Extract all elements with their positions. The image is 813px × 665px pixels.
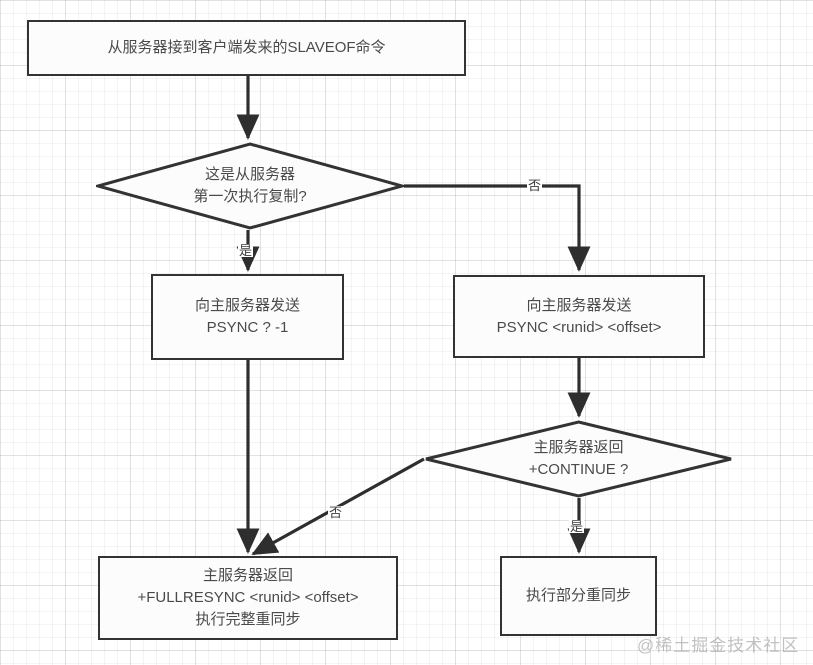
node-psync-full[interactable]: 向主服务器发送 PSYNC ? -1	[151, 274, 344, 360]
decision-first-replication-shape	[96, 142, 404, 230]
decision-continue-shape	[425, 420, 732, 498]
edge-label-continue-yes: 是	[569, 519, 585, 534]
node-psync-full-label: 向主服务器发送 PSYNC ? -1	[194, 297, 300, 336]
node-full-resync-label: 主服务器返回 +FULLRESYNC <runid> <offset> 执行完整…	[137, 567, 359, 628]
node-full-resync[interactable]: 主服务器返回 +FULLRESYNC <runid> <offset> 执行完整…	[98, 556, 398, 640]
node-start-label: 从服务器接到客户端发来的SLAVEOF命令	[107, 39, 386, 57]
node-partial-resync[interactable]: 执行部分重同步	[500, 556, 657, 636]
node-psync-partial-label: 向主服务器发送 PSYNC <runid> <offset>	[496, 296, 662, 336]
node-decision-continue[interactable]: 主服务器返回 +CONTINUE ?	[424, 420, 733, 498]
edge-label-first-yes: 是	[238, 243, 254, 258]
node-psync-partial[interactable]: 向主服务器发送 PSYNC <runid> <offset>	[453, 275, 705, 358]
edge-label-continue-no: 否	[328, 505, 344, 520]
node-partial-resync-label: 执行部分重同步	[525, 587, 631, 605]
edge-decision1-no-to-psyncpartial	[404, 184, 591, 272]
edge-label-first-no: 否	[527, 178, 543, 193]
node-decision-first-replication[interactable]: 这是从服务器 第一次执行复制?	[96, 142, 404, 230]
watermark: @稀土掘金技术社区	[637, 636, 800, 655]
node-start[interactable]: 从服务器接到客户端发来的SLAVEOF命令	[27, 20, 466, 76]
